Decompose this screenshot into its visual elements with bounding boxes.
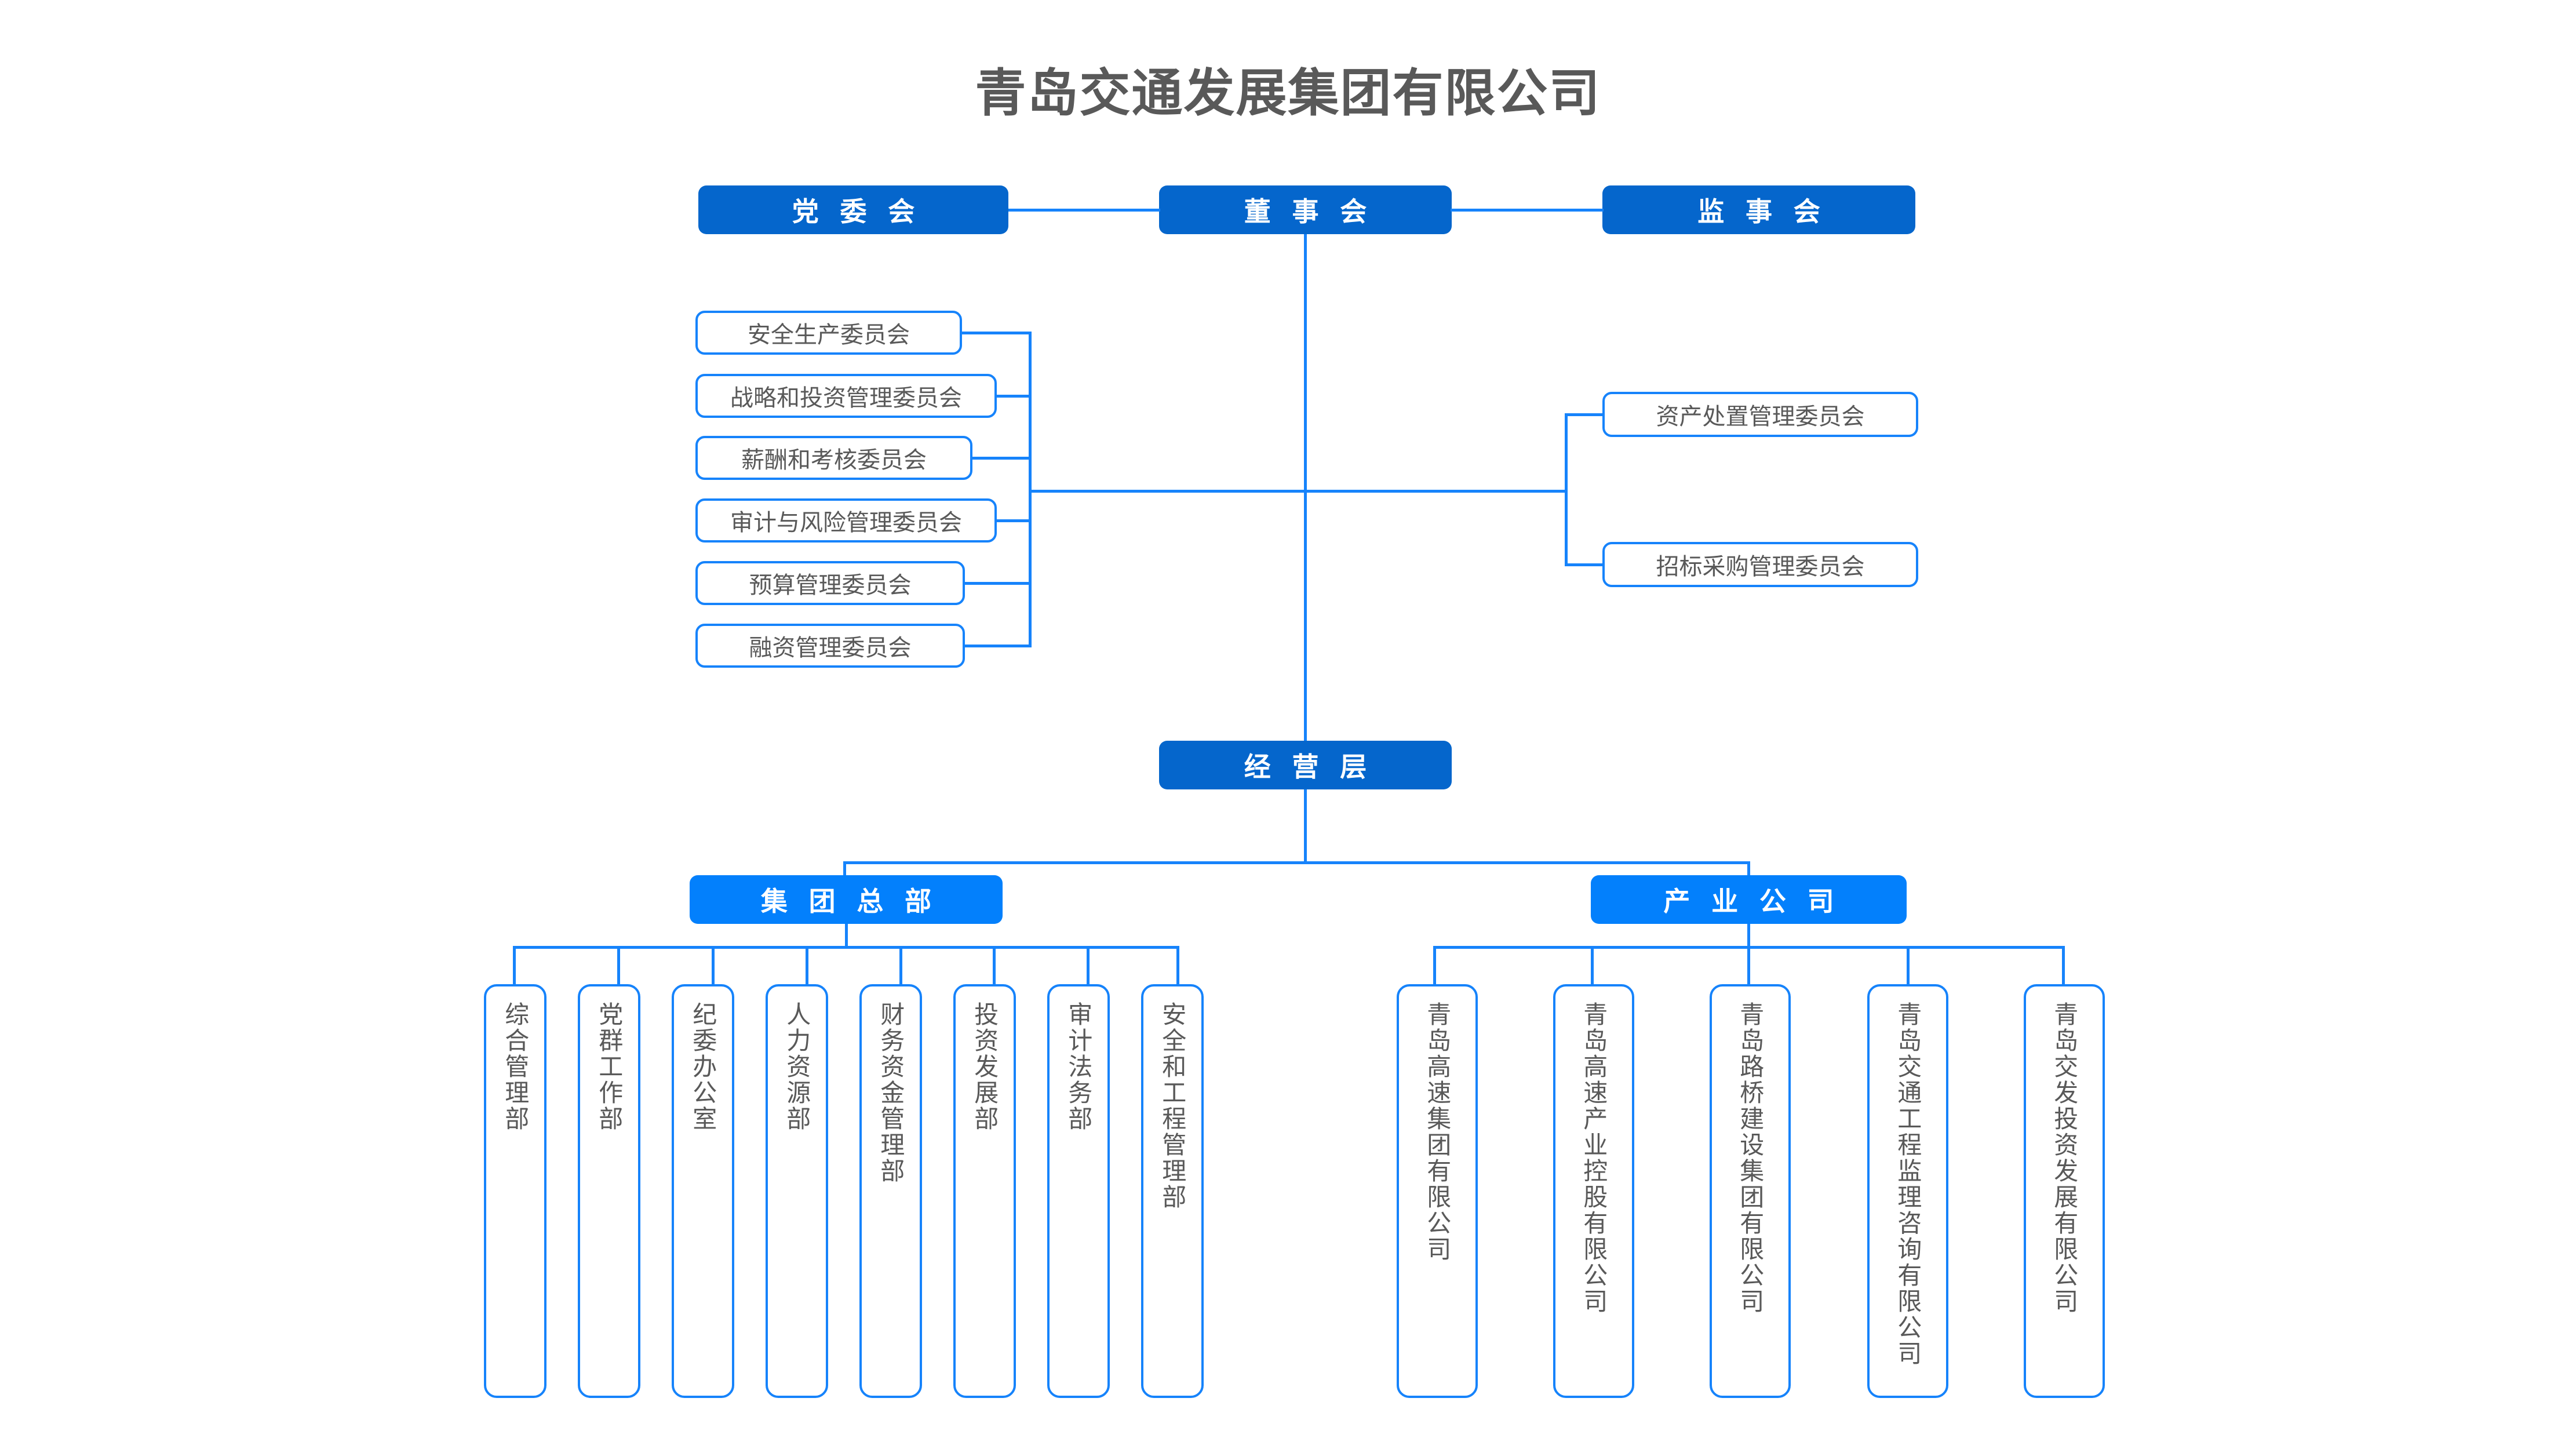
drop-company-0 (1433, 946, 1436, 984)
card-company-engineering-supervision[interactable]: 青岛交通工程监理咨询有限公司 (1867, 984, 1948, 1398)
department-label: 党群工作部 (595, 1002, 623, 1132)
node-industry-companies[interactable]: 产 业 公 司 (1591, 875, 1907, 924)
company-label: 青岛交通工程监理咨询有限公司 (1894, 1002, 1922, 1367)
trunk-headquarters-to-bar (845, 924, 848, 947)
link-left-bus-to-trunk (1029, 490, 1306, 493)
stub-asset-disposal (1565, 413, 1604, 416)
stub-financing (965, 645, 1032, 647)
link-trunk-to-right-bus (1304, 490, 1568, 493)
drop-dept-7 (1176, 946, 1179, 984)
drop-dept-5 (993, 946, 996, 984)
trunk-management-to-split (1304, 789, 1307, 862)
card-department-comprehensive[interactable]: 综合管理部 (484, 984, 546, 1398)
node-committee-compensation-appraisal[interactable]: 薪酬和考核委员会 (695, 436, 972, 480)
drop-company-4 (2062, 946, 2065, 984)
card-department-investment-development[interactable]: 投资发展部 (953, 984, 1016, 1398)
node-party-committee[interactable]: 党 委 会 (698, 185, 1008, 234)
drop-dept-2 (712, 946, 715, 984)
stub-strategy-investment (997, 395, 1032, 398)
stub-bidding-procurement (1565, 563, 1604, 566)
stub-compensation-appraisal (972, 457, 1032, 460)
drop-dept-3 (806, 946, 808, 984)
department-label: 纪委办公室 (689, 1002, 717, 1132)
drop-company-1 (1591, 946, 1594, 984)
department-label: 投资发展部 (971, 1002, 999, 1132)
drop-industry (1747, 861, 1750, 875)
drop-company-3 (1907, 946, 1910, 984)
node-committee-strategy-investment[interactable]: 战略和投资管理委员会 (695, 374, 997, 418)
company-label: 青岛高速集团有限公司 (1423, 1002, 1451, 1262)
drop-headquarters (843, 861, 846, 875)
node-board-of-directors[interactable]: 董 事 会 (1159, 185, 1452, 234)
company-label: 青岛路桥建设集团有限公司 (1736, 1002, 1764, 1315)
link-board-to-supervisors (1451, 209, 1604, 212)
card-company-gaosu-industry-holding[interactable]: 青岛高速产业控股有限公司 (1553, 984, 1634, 1398)
stub-audit-risk (997, 519, 1032, 522)
page-title: 青岛交通发展集团有限公司 (975, 64, 1601, 122)
department-label: 审计法务部 (1065, 1002, 1092, 1132)
link-party-to-board (1008, 209, 1160, 212)
trunk-board-to-management (1304, 234, 1307, 741)
department-label: 财务资金管理部 (877, 1002, 905, 1184)
card-department-audit-legal[interactable]: 审计法务部 (1047, 984, 1110, 1398)
card-company-gaosu-group[interactable]: 青岛高速集团有限公司 (1397, 984, 1478, 1398)
card-department-safety-engineering[interactable]: 安全和工程管理部 (1141, 984, 1204, 1398)
card-department-discipline-office[interactable]: 纪委办公室 (672, 984, 734, 1398)
stub-budget (965, 582, 1032, 585)
node-committee-safety-production[interactable]: 安全生产委员会 (695, 311, 962, 355)
drop-dept-0 (513, 946, 516, 984)
drop-dept-6 (1087, 946, 1090, 984)
node-committee-financing[interactable]: 融资管理委员会 (695, 624, 965, 668)
node-group-headquarters[interactable]: 集 团 总 部 (690, 875, 1003, 924)
card-department-party-mass-work[interactable]: 党群工作部 (578, 984, 640, 1398)
card-department-human-resources[interactable]: 人力资源部 (766, 984, 828, 1398)
company-label: 青岛交发投资发展有限公司 (2050, 1002, 2078, 1315)
bus-left-committees (1029, 333, 1032, 646)
department-label: 综合管理部 (501, 1002, 529, 1132)
node-committee-bidding-procurement[interactable]: 招标采购管理委员会 (1602, 542, 1918, 587)
trunk-industry-to-bar (1747, 924, 1750, 947)
split-bar-branches (843, 861, 1750, 864)
bar-departments (513, 946, 1179, 949)
department-label: 安全和工程管理部 (1158, 1002, 1186, 1210)
department-label: 人力资源部 (783, 1002, 811, 1132)
node-board-of-supervisors[interactable]: 监 事 会 (1602, 185, 1915, 234)
node-committee-audit-risk[interactable]: 审计与风险管理委员会 (695, 498, 997, 543)
card-company-luqiao-construction[interactable]: 青岛路桥建设集团有限公司 (1710, 984, 1791, 1398)
card-department-finance-funds[interactable]: 财务资金管理部 (859, 984, 922, 1398)
node-committee-budget[interactable]: 预算管理委员会 (695, 561, 965, 605)
drop-dept-4 (899, 946, 902, 984)
node-management-layer[interactable]: 经 营 层 (1159, 741, 1452, 789)
node-committee-asset-disposal[interactable]: 资产处置管理委员会 (1602, 392, 1918, 437)
card-company-jiaofa-investment[interactable]: 青岛交发投资发展有限公司 (2024, 984, 2105, 1398)
company-label: 青岛高速产业控股有限公司 (1580, 1002, 1608, 1315)
drop-dept-1 (617, 946, 620, 984)
drop-company-2 (1747, 946, 1750, 984)
stub-safety-production (962, 332, 1032, 334)
